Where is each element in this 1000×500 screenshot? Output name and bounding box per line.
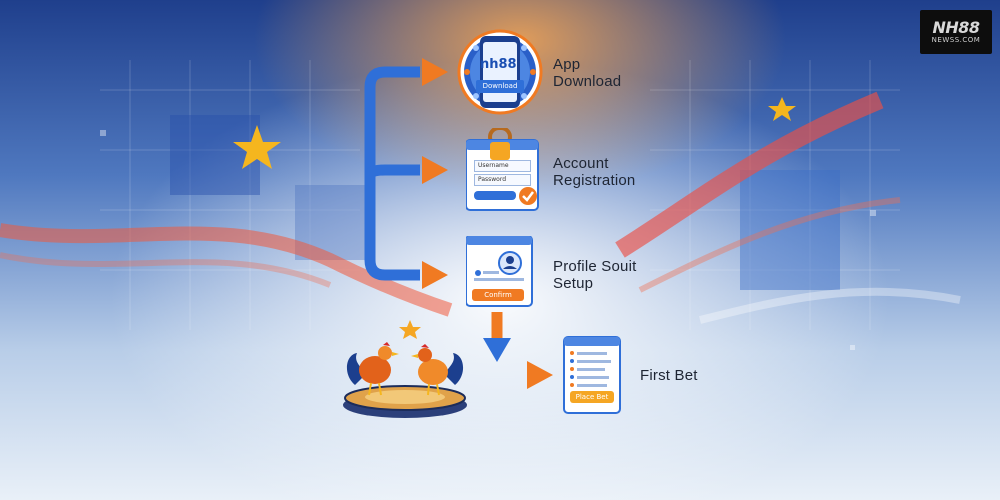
download-button: Download	[476, 80, 524, 93]
bg-ribbon-right-3	[699, 287, 961, 324]
bg-panel-left	[170, 115, 260, 195]
label-line: Registration	[553, 172, 636, 189]
logo-subtext: NEWSS.COM	[931, 35, 981, 44]
label-line: Account	[553, 155, 609, 172]
profile-setup-icon: Confirm	[465, 235, 534, 308]
arrow-down	[483, 312, 511, 362]
rooster-arena-illustration	[343, 320, 467, 418]
arrow-to-first-bet	[460, 361, 553, 389]
step-label-first-bet: First Bet	[640, 367, 698, 384]
star-icon-arena	[399, 320, 421, 339]
account-registration-icon: Username Password	[465, 126, 546, 214]
first-bet-icon: Place Bet	[563, 336, 623, 416]
rooster-left-icon	[346, 342, 399, 396]
bg-ribbon-right	[615, 91, 884, 258]
brand-text: nh88	[480, 57, 517, 72]
username-field: Username	[474, 160, 531, 172]
confirm-button: Confirm	[472, 289, 524, 301]
bg-ribbon-left	[0, 223, 453, 317]
star-icon-right	[768, 97, 796, 121]
app-download-icon: nh88 Download	[456, 28, 544, 116]
logo-text: NH88	[932, 17, 980, 37]
step-label-app-download: App Download	[553, 56, 621, 90]
bg-panel-right	[740, 170, 840, 290]
bg-ribbon-left-2	[0, 252, 332, 288]
label-line: Profile Souit	[553, 258, 637, 275]
password-field: Password	[474, 174, 531, 186]
label-line: Setup	[553, 275, 594, 292]
star-icon-left	[233, 125, 281, 169]
rooster-right-icon	[411, 344, 464, 396]
label-line: App	[553, 56, 581, 73]
bg-ribbon-right-2	[638, 197, 901, 293]
label-line: Download	[553, 73, 622, 90]
label-line: First Bet	[640, 367, 698, 384]
arrow-to-profile-setup	[378, 261, 448, 289]
place-bet-button: Place Bet	[570, 391, 614, 403]
brand-logo: NH88 NEWSS.COM	[920, 10, 992, 54]
arrow-to-app-download	[378, 58, 448, 86]
arrow-to-account-registration	[378, 156, 448, 184]
step-label-account-registration: Account Registration	[553, 155, 635, 189]
step-label-profile-setup: Profile Souit Setup	[553, 258, 636, 292]
